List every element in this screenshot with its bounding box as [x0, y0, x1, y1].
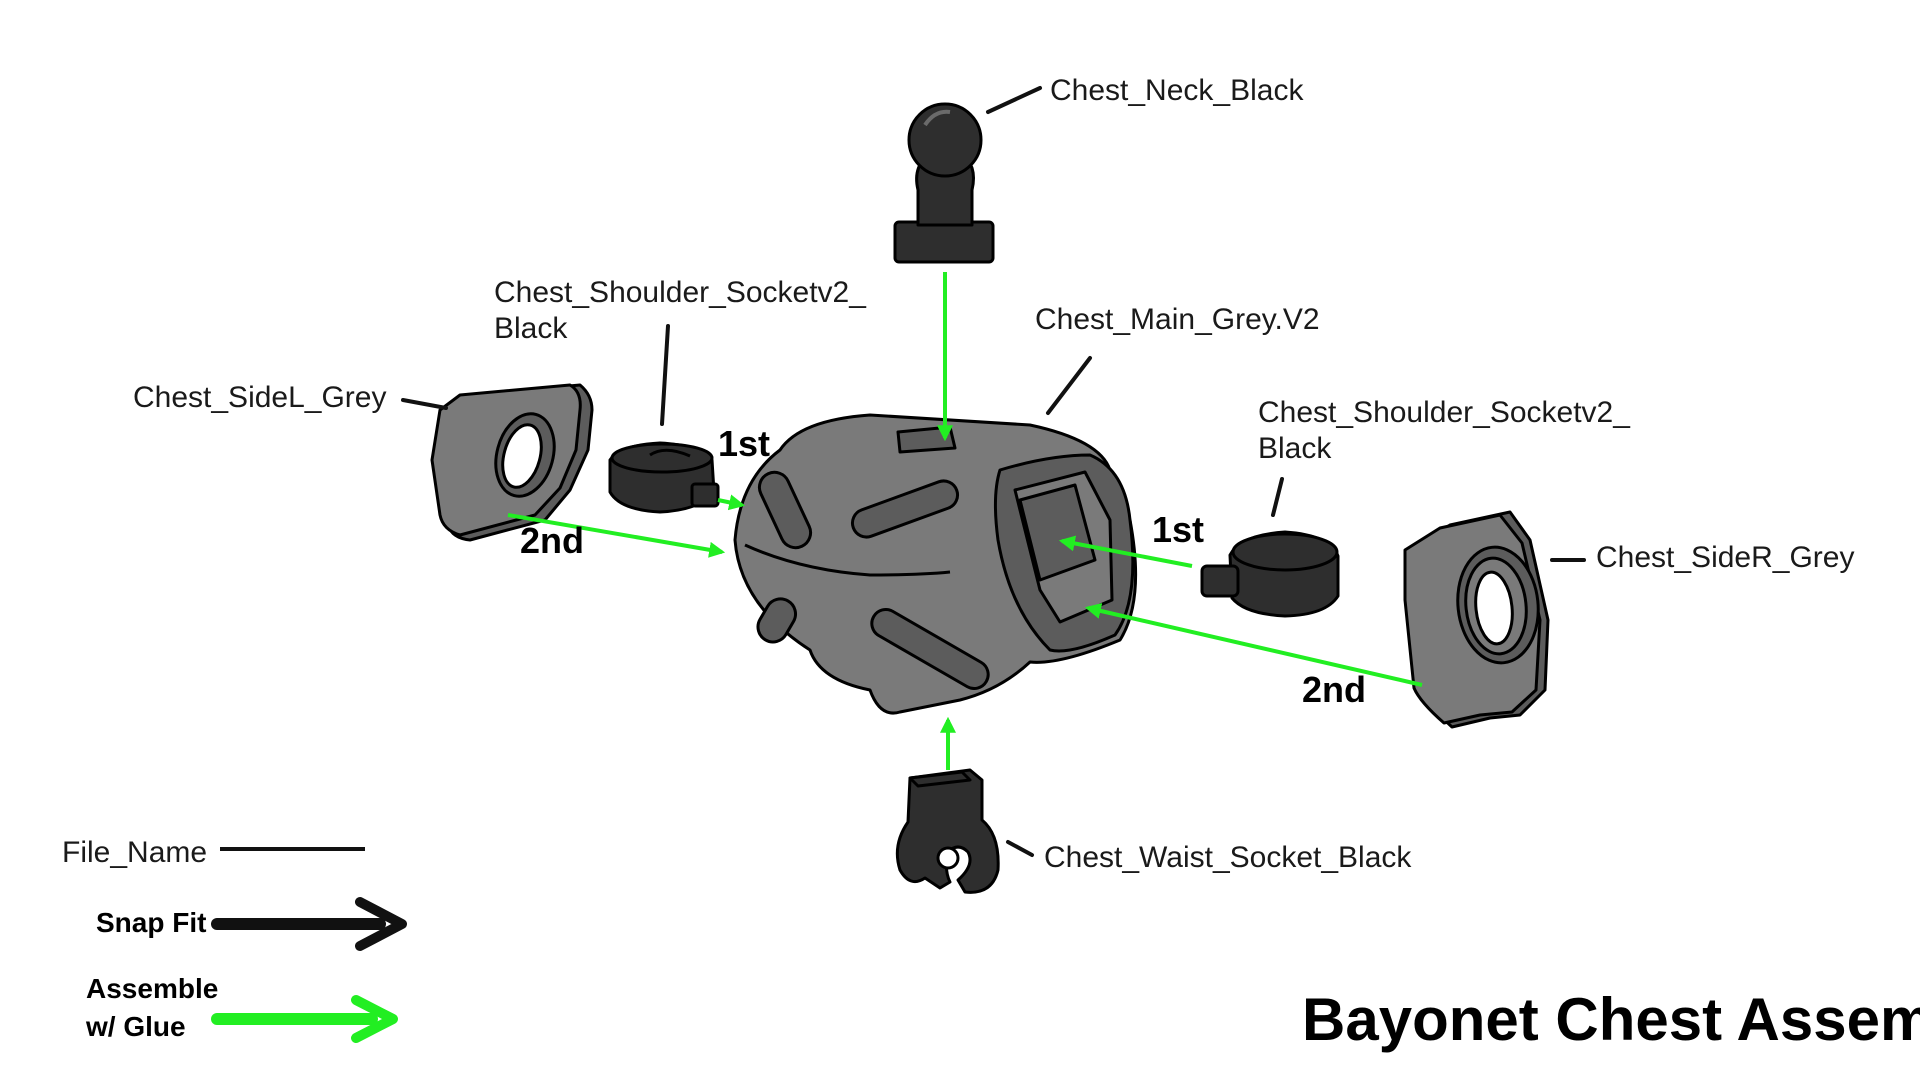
legend-snap-fit-arrow [211, 897, 407, 951]
waist-socket-part [895, 768, 1000, 894]
shoulder-socket-right-part [1200, 530, 1340, 618]
shoulder-socket-left-part [608, 441, 720, 514]
legend-glue-arrow [211, 995, 398, 1043]
order-right-second: 2nd [1302, 669, 1366, 710]
glue-arrow-shoulder-right [1058, 535, 1193, 568]
glue-arrow-side-right [1084, 603, 1423, 687]
legend-glue-label: Assemble w/ Glue [85, 973, 226, 1042]
label-side-right: Chest_SideR_Grey [1596, 541, 1854, 574]
glue-arrow-shoulder-left [717, 494, 746, 511]
side-left-part [430, 383, 594, 542]
label-main: Chest_Main_Grey.V2 [1035, 303, 1320, 336]
diagram-title: Bayonet Chest Assembly [1302, 986, 1920, 1053]
legend-file-name-label: File_Name [62, 836, 207, 869]
label-side-left: Chest_SideL_Grey [133, 381, 386, 414]
label-shoulder-left: Chest_Shoulder_Socketv2_ Black [494, 276, 874, 345]
label-neck: Chest_Neck_Black [1050, 74, 1304, 107]
chest-main-part [733, 413, 1138, 715]
order-right-first: 1st [1152, 509, 1204, 550]
label-waist: Chest_Waist_Socket_Black [1044, 841, 1412, 874]
legend-snap-fit-label: Snap Fit [96, 907, 206, 938]
order-left-second: 2nd [520, 520, 584, 561]
leader-lines [401, 86, 1586, 857]
glue-arrows [507, 272, 1423, 770]
side-right-part [1403, 510, 1550, 729]
neck-part [893, 102, 995, 264]
label-shoulder-right: Chest_Shoulder_Socketv2_ Black [1258, 396, 1638, 465]
order-left-first: 1st [718, 423, 770, 464]
legend: File_Name Snap Fit Assemble w/ Glue [62, 836, 407, 1043]
glue-arrow-side-left [507, 513, 726, 558]
